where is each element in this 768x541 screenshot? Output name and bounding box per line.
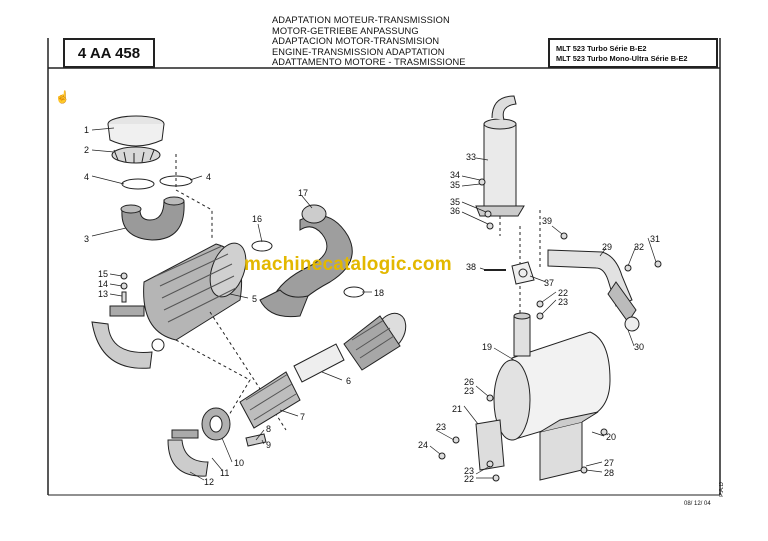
callout-7: 7	[300, 412, 305, 422]
callout-35b: 35	[450, 197, 460, 207]
callout-32: 32	[634, 242, 644, 252]
callout-11: 11	[220, 468, 229, 478]
callout-12: 12	[204, 477, 214, 487]
callout-38: 38	[466, 262, 476, 272]
main-cartridge	[239, 371, 301, 429]
callout-numbers: 1 2 3 4 4 5 6 7 8 9 10 11 12 13 14 15 16…	[84, 125, 660, 487]
model-line-1: MLT 523 Turbo Série B-E2	[556, 44, 647, 53]
callout-23a: 23	[464, 386, 474, 396]
outer-cartridge	[343, 315, 401, 371]
hose-clamp-b	[343, 286, 365, 298]
safety-cartridge	[293, 343, 345, 383]
callout-26: 26	[464, 377, 474, 387]
callout-31: 31	[650, 234, 660, 244]
title-en: ENGINE-TRANSMISSION ADAPTATION	[272, 46, 445, 57]
callout-24: 24	[418, 440, 428, 450]
callout-23c: 23	[464, 466, 474, 476]
callout-34: 34	[450, 170, 460, 180]
callout-19: 19	[482, 342, 492, 352]
leader-lines	[91, 127, 657, 481]
title-block: ADAPTATION MOTEUR-TRANSMISSION MOTOR-GET…	[272, 15, 466, 68]
muffler-bracket-left	[475, 419, 505, 471]
lower-strap	[167, 439, 209, 477]
clamp-a	[121, 178, 155, 190]
callout-14: 14	[98, 279, 108, 289]
exhaust-group	[438, 95, 662, 482]
callout-39: 39	[542, 216, 552, 226]
callout-33: 33	[466, 152, 476, 162]
title-es: ADAPTACION MOTOR-TRANSMISION	[272, 36, 440, 47]
title-it: ADATTAMENTO MOTORE - TRASMISSIONE	[272, 57, 466, 68]
muffler-bracket-right	[539, 421, 583, 481]
reference-code: 4 AA 458	[63, 38, 155, 68]
watermark: machinecatalogic.com	[244, 254, 452, 275]
callout-3: 3	[84, 234, 89, 244]
callout-37: 37	[544, 278, 554, 288]
callout-21: 21	[452, 404, 462, 414]
gasket	[511, 261, 535, 285]
model-box: MLT 523 Turbo Série B-E2 MLT 523 Turbo M…	[548, 38, 718, 68]
callout-22b: 22	[558, 288, 568, 298]
callout-22a: 22	[464, 474, 474, 484]
callout-4a: 4	[84, 172, 89, 182]
callout-28: 28	[604, 468, 614, 478]
revision-date: 08/ 12/ 04	[684, 501, 711, 507]
callout-23b: 23	[436, 422, 446, 432]
callout-36: 36	[450, 206, 460, 216]
air-intake-group	[91, 115, 407, 477]
callout-20: 20	[606, 432, 616, 442]
hand-cursor-icon: ☝	[55, 90, 70, 104]
callout-29: 29	[602, 242, 612, 252]
pad-mark: P.A.D	[719, 482, 725, 497]
callout-18: 18	[374, 288, 384, 298]
exhaust-stack	[483, 123, 517, 207]
title-fr: ADAPTATION MOTEUR-TRANSMISSION	[272, 15, 450, 25]
callout-27: 27	[604, 458, 614, 468]
callout-4b: 4	[206, 172, 211, 182]
mounting-strap	[91, 321, 153, 369]
model-line-2: MLT 523 Turbo Mono-Ultra Série B-E2	[556, 54, 688, 63]
hose-clamp-a	[251, 240, 273, 252]
callout-13: 13	[98, 289, 108, 299]
callout-16: 16	[252, 214, 262, 224]
callout-1: 1	[84, 125, 89, 135]
callout-17: 17	[298, 188, 308, 198]
precleaner-bowl	[111, 146, 161, 164]
callout-10: 10	[234, 458, 244, 468]
callout-30: 30	[634, 342, 644, 352]
callout-6: 6	[346, 376, 351, 386]
callout-9: 9	[266, 440, 271, 450]
callout-35a: 35	[450, 180, 460, 190]
callout-23d: 23	[558, 297, 568, 307]
callout-15: 15	[98, 269, 108, 279]
callout-8: 8	[266, 424, 271, 434]
callout-5: 5	[252, 294, 257, 304]
callout-2: 2	[84, 145, 89, 155]
title-de: MOTOR-GETRIEBE ANPASSUNG	[272, 25, 419, 36]
